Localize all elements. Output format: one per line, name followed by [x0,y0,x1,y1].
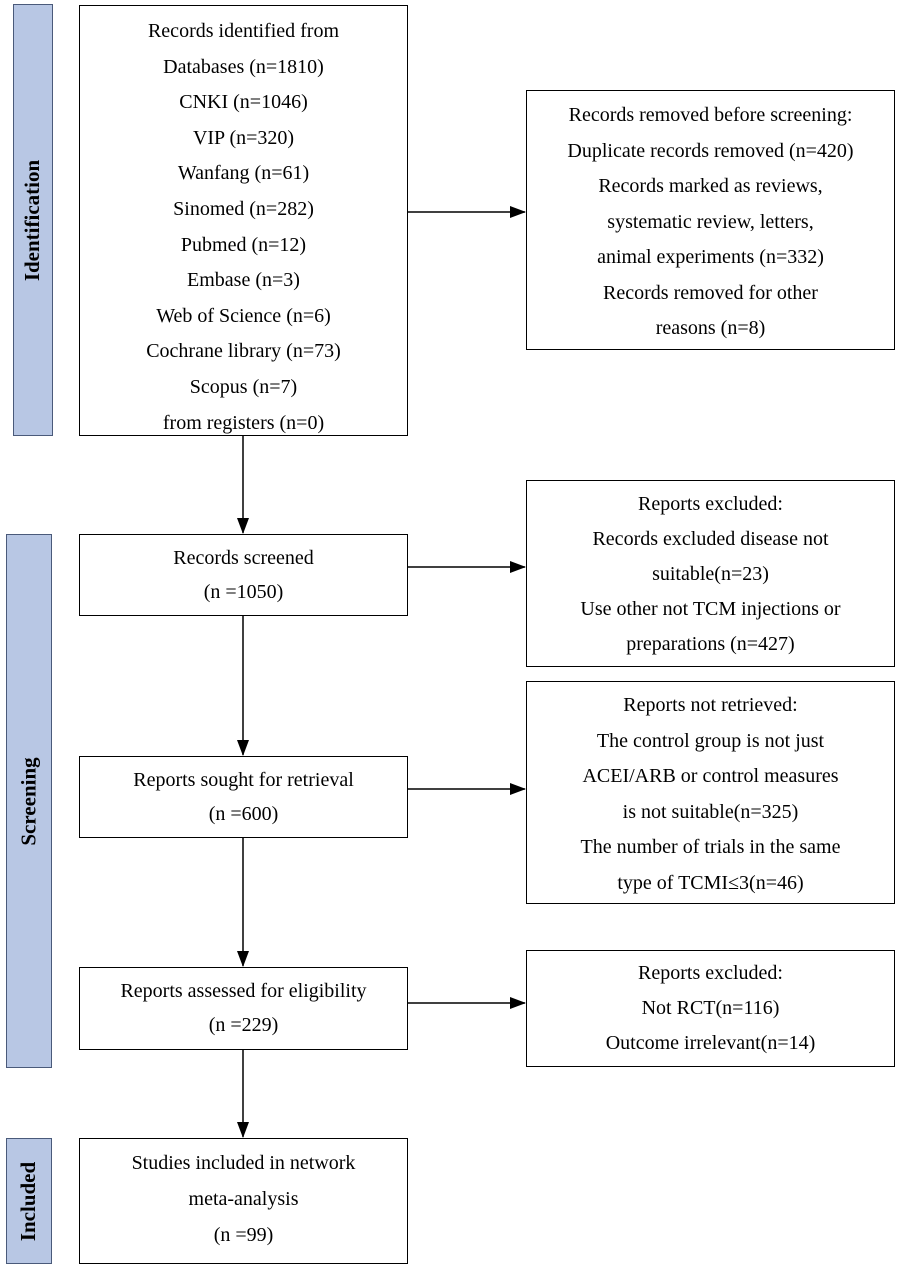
box-line: ACEI/ARB or control measures [582,765,839,787]
box-line: Duplicate records removed (n=420) [567,139,854,162]
box-line: The control group is not just [596,729,825,752]
box-line: Pubmed (n=12) [180,233,307,256]
reports-excluded-eligibility-box: Reports excluded: Not RCT(n=116) Outcome… [526,950,895,1067]
box-line: type of TCMI≤3(n=46) [617,871,804,894]
box-line: suitable(n=23) [652,563,769,585]
reports-not-retrieved-box: Reports not retrieved: The control group… [526,681,895,904]
box-line: Reports excluded: [638,962,783,984]
box-line: is not suitable(n=325) [622,800,799,823]
box-line: (n =600) [208,803,279,825]
box-line: Reports not retrieved: [623,694,798,716]
box-line: Records removed before screening: [568,104,853,126]
box-line: Studies included in network [131,1152,356,1174]
box-line: animal experiments (n=332) [597,246,824,268]
records-identified-box: Records identified from Databases (n=181… [79,5,408,436]
box-line: Databases (n=1810) [163,55,324,78]
reports-sought-box: Reports sought for retrieval (n =600) [79,756,408,838]
box-line: Records removed for other [603,281,818,304]
reports-assessed-box: Reports assessed for eligibility (n =229… [79,967,408,1050]
box-line: Cochrane library (n=73) [146,340,341,363]
box-line: The number of trials in the same [580,836,841,858]
box-line: Use other not TCM injections or [580,598,841,620]
box-line: from registers (n=0) [162,411,325,434]
box-line: Records marked as reviews, [598,175,823,197]
box-line: Reports excluded: [638,493,783,515]
phase-identification: Identification [13,4,53,436]
box-line: CNKI (n=1046) [179,91,308,114]
box-line: Reports sought for retrieval [133,769,354,791]
reports-excluded-screening-box: Reports excluded: Records excluded disea… [526,480,895,667]
box-line: preparations (n=427) [626,633,795,655]
box-line: Outcome irrelevant(n=14) [605,1032,816,1054]
box-line: meta-analysis [188,1188,299,1210]
box-line: VIP (n=320) [192,126,295,149]
box-line: Records screened [173,547,314,569]
box-line: reasons (n=8) [655,317,766,339]
box-line: Not RCT(n=116) [641,997,780,1019]
box-line: Scopus (n=7) [189,375,298,398]
box-line: (n =1050) [203,581,284,603]
records-screened-box: Records screened (n =1050) [79,534,408,616]
studies-included-box: Studies included in network meta-analysi… [79,1138,408,1264]
phase-included: Included [6,1138,52,1264]
box-line: systematic review, letters, [607,210,814,233]
box-line: Sinomed (n=282) [173,197,314,220]
phase-screening: Screening [6,534,52,1068]
box-line: (n =229) [208,1014,279,1036]
box-line: Web of Science (n=6) [156,304,331,327]
box-line: Wanfang (n=61) [177,162,310,185]
box-line: Embase (n=3) [187,269,300,292]
box-line: (n =99) [213,1224,274,1246]
records-removed-box: Records removed before screening: Duplic… [526,90,895,350]
box-line: Reports assessed for eligibility [120,980,367,1002]
box-line: Records excluded disease not [592,528,829,550]
box-line: Records identified from [147,20,340,42]
